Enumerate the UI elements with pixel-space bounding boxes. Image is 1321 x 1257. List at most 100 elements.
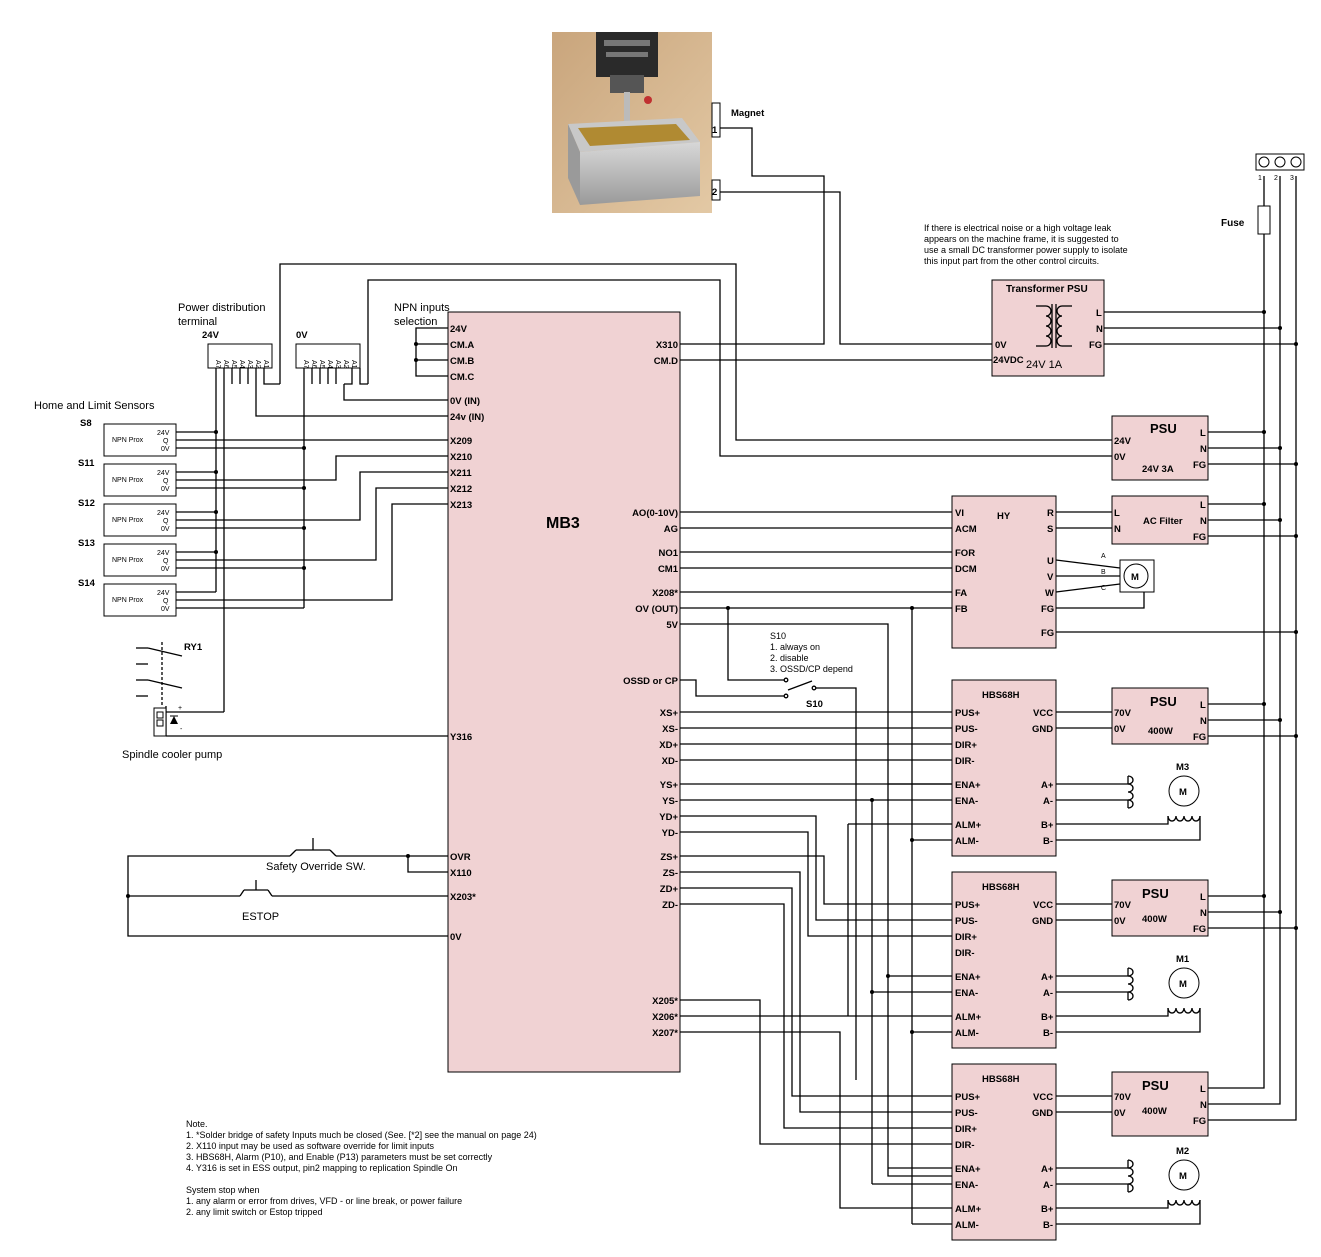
sensor-s11-label: S11 bbox=[78, 458, 95, 469]
hbs2-vcc: VCC bbox=[1033, 900, 1053, 911]
hbs3-dir-p: DIR+ bbox=[955, 1124, 977, 1135]
sensor-s8-type: NPN Prox bbox=[112, 437, 144, 444]
hbs1-ena-m: ENA- bbox=[955, 796, 978, 807]
psu400-2-l: L bbox=[1200, 892, 1206, 903]
acfilter-title: AC Filter bbox=[1143, 516, 1183, 527]
hy-title: HY bbox=[997, 511, 1011, 522]
note-line-6: System stop when bbox=[186, 1185, 260, 1195]
mb3-pin-cmb: CM.B bbox=[450, 356, 474, 367]
hy-vi: VI bbox=[955, 508, 964, 519]
psu400-1-l: L bbox=[1200, 700, 1206, 711]
fuse-label: Fuse bbox=[1221, 218, 1245, 229]
mb3-pin-ovr: OVR bbox=[450, 852, 471, 863]
psu400-1-title: PSU bbox=[1150, 694, 1177, 709]
hbs1-alm-p: ALM+ bbox=[955, 820, 982, 831]
mb3-pin-x203: X203* bbox=[450, 892, 476, 903]
safety-override-label: Safety Override SW. bbox=[266, 861, 366, 873]
s10-switch-icon bbox=[783, 677, 817, 699]
sensor-s11: S11 NPN Prox 24V Q 0V bbox=[78, 458, 177, 497]
hbs-2-labels: HBS68H PUS+ PUS- DIR+ DIR- ENA+ ENA- ALM… bbox=[955, 882, 1054, 1039]
stepper-m1: M M1 bbox=[1127, 954, 1201, 1014]
s11-pin-0v: 0V bbox=[161, 486, 170, 493]
power-dist-label-2: terminal bbox=[178, 316, 217, 328]
t0-a4: A4 bbox=[326, 360, 333, 369]
hbs3-b-m: B- bbox=[1043, 1220, 1053, 1231]
note-line-3: 3. HBS68H, Alarm (P10), and Enable (P13)… bbox=[186, 1152, 493, 1162]
hy-fa: FA bbox=[955, 588, 967, 599]
hbs2-alm-m: ALM- bbox=[955, 1028, 979, 1039]
hbs2-title: HBS68H bbox=[982, 882, 1020, 893]
hbs1-gnd: GND bbox=[1032, 724, 1053, 735]
mains-term-3: 3 bbox=[1290, 175, 1294, 182]
t24-a7: A7 bbox=[214, 360, 221, 369]
estop-label: ESTOP bbox=[242, 911, 279, 923]
s12-pin-24v: 24V bbox=[157, 510, 170, 517]
psu400-3-0v: 0V bbox=[1114, 1108, 1126, 1119]
psu24-title: PSU bbox=[1150, 421, 1177, 436]
hbs2-a-m: A- bbox=[1043, 988, 1053, 999]
stepper-m3: M M3 bbox=[1127, 762, 1201, 822]
mb3-pin-x211: X211 bbox=[450, 468, 472, 479]
psu400-2-0v: 0V bbox=[1114, 916, 1126, 927]
mb3-pin-x208: X208* bbox=[652, 588, 678, 599]
psu400-2-fg: FG bbox=[1193, 924, 1206, 935]
mb3-pin-0v: 0V bbox=[450, 932, 462, 943]
terminal-stubs bbox=[231, 368, 337, 384]
hbs3-dir-m: DIR- bbox=[955, 1140, 975, 1151]
mb3-pin-x209: X209 bbox=[450, 436, 472, 447]
transformer-l: L bbox=[1096, 308, 1102, 319]
sensor-s13: S13 NPN Prox 24V Q 0V bbox=[78, 538, 177, 577]
t24-a6: A6 bbox=[222, 360, 229, 369]
psu400-2-n: N bbox=[1200, 908, 1207, 919]
mb3-pin-0vin: 0V (IN) bbox=[450, 396, 480, 407]
hbs1-a-p: A+ bbox=[1041, 780, 1054, 791]
npn-sel-label-1: NPN inputs bbox=[394, 302, 450, 314]
acfilter-l: L bbox=[1200, 500, 1206, 511]
hbs2-dir-p: DIR+ bbox=[955, 932, 977, 943]
note-line-4: 4. Y316 is set in ESS output, pin2 mappi… bbox=[186, 1163, 458, 1173]
mb3-pin-ydm: YD- bbox=[662, 828, 678, 839]
power-dist-label-1: Power distribution bbox=[178, 302, 265, 314]
hbs2-b-p: B+ bbox=[1041, 1012, 1054, 1023]
sensor-s14: S14 NPN Prox 24V Q 0V bbox=[78, 578, 177, 617]
note-line-8: 2. any limit switch or Estop tripped bbox=[186, 1207, 323, 1217]
psu400-3-n: N bbox=[1200, 1100, 1207, 1111]
motor-m2-glyph: M bbox=[1179, 1171, 1187, 1182]
terminal-pin-labels: A7 A6 A5 A4 A3 A2 A1 A7 A6 A5 A4 A3 A2 A… bbox=[214, 360, 357, 369]
mains-term-2: 2 bbox=[1274, 175, 1278, 182]
svg-text:+: + bbox=[178, 705, 182, 712]
mb3-pin-zdm: ZD- bbox=[662, 900, 678, 911]
hy-v: V bbox=[1047, 572, 1054, 583]
npn-sel-label-2: selection bbox=[394, 316, 437, 328]
stepper-m2: M M2 bbox=[1127, 1146, 1201, 1206]
s10-opt-2: 2. disable bbox=[770, 653, 809, 663]
mb3-pin-ovout: OV (OUT) bbox=[635, 604, 678, 615]
mb3-pin-ossd: OSSD or CP bbox=[623, 676, 679, 687]
hbs1-pus-p: PUS+ bbox=[955, 708, 981, 719]
s13-pin-24v: 24V bbox=[157, 550, 170, 557]
hy-u: U bbox=[1047, 556, 1054, 567]
svg-text:-: - bbox=[180, 726, 183, 733]
hbs1-a-m: A- bbox=[1043, 796, 1053, 807]
t0-a3: A3 bbox=[334, 360, 341, 369]
mb3-pin-ag: AG bbox=[664, 524, 678, 535]
psu24-fg: FG bbox=[1193, 460, 1206, 471]
s12-pin-q: Q bbox=[163, 518, 169, 525]
sensor-s13-label: S13 bbox=[78, 538, 95, 549]
noise-note-2: appears on the machine frame, it is sugg… bbox=[924, 234, 1119, 244]
mb3-pin-xdp: XD+ bbox=[659, 740, 678, 751]
hy-acm: ACM bbox=[955, 524, 977, 535]
mb3-pin-x210: X210 bbox=[450, 452, 472, 463]
sensor-s12-type: NPN Prox bbox=[112, 517, 144, 524]
note-line-2: 2. X110 input may be used as software ov… bbox=[186, 1141, 434, 1151]
hbs2-b-m: B- bbox=[1043, 1028, 1053, 1039]
hbs1-title: HBS68H bbox=[982, 690, 1020, 701]
motor-m1-glyph: M bbox=[1179, 979, 1187, 990]
s12-pin-0v: 0V bbox=[161, 526, 170, 533]
hbs3-alm-m: ALM- bbox=[955, 1220, 979, 1231]
hy-for: FOR bbox=[955, 548, 975, 559]
phase-a: A bbox=[1101, 553, 1106, 560]
hbs2-pus-m: PUS- bbox=[955, 916, 978, 927]
hbs1-pus-m: PUS- bbox=[955, 724, 978, 735]
